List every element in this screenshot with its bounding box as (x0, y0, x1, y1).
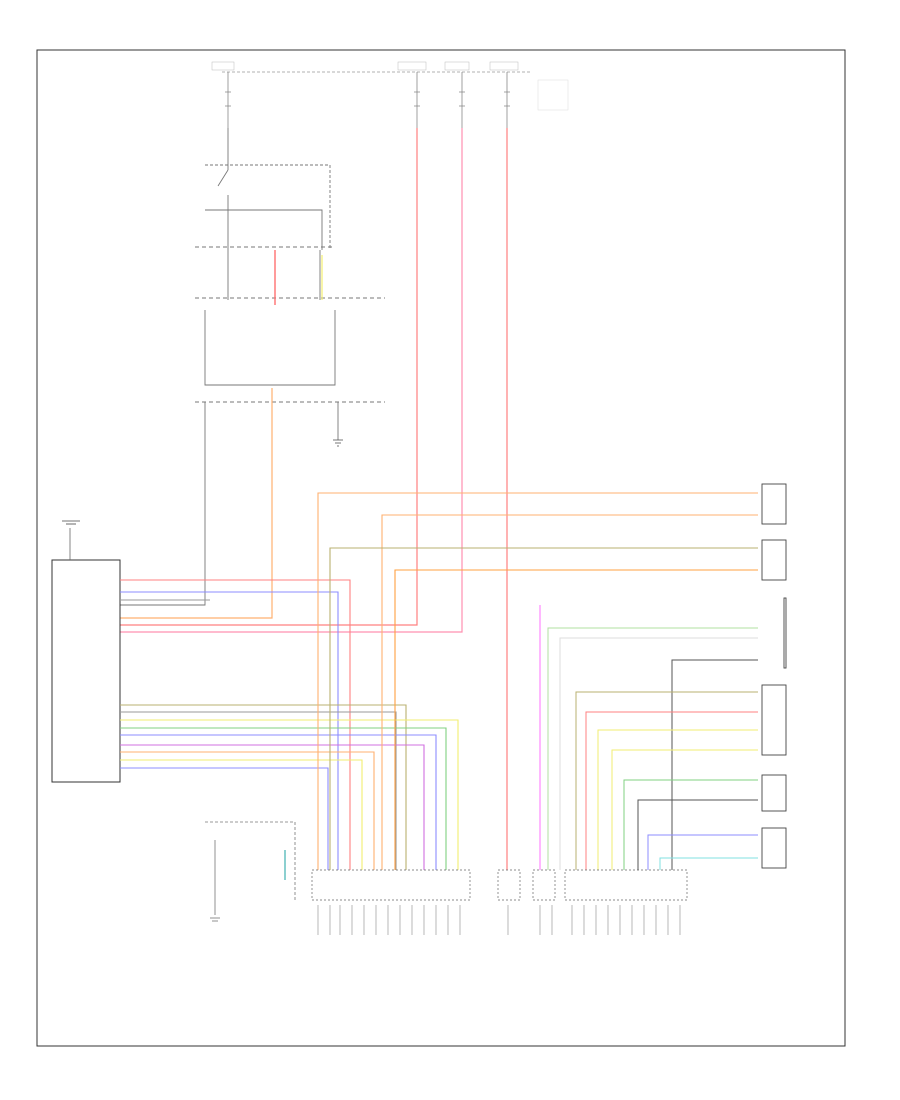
speaker-upper-wires (317, 492, 758, 870)
radio-upper-wires (120, 579, 351, 870)
speaker-boxes (761, 483, 787, 869)
speaker-mid-wires (539, 605, 758, 870)
fuse-leads (225, 72, 510, 128)
connector-pin-ticks (317, 905, 681, 935)
red-feed-wire-1 (120, 128, 418, 626)
orange-dimmer-wire (120, 388, 273, 619)
bottom-connectors (311, 869, 688, 901)
bottom-left-ground-circuit (205, 821, 296, 922)
antenna-icon (62, 520, 80, 525)
fuse-block-group (211, 61, 569, 111)
radio-module (51, 559, 121, 783)
pink-feed-wire-2 (120, 128, 463, 633)
radio-lower-wires (120, 704, 459, 870)
diagram-frame (36, 49, 846, 1047)
ground-symbol (333, 439, 343, 447)
headlamp-switch-circuit (120, 128, 385, 606)
